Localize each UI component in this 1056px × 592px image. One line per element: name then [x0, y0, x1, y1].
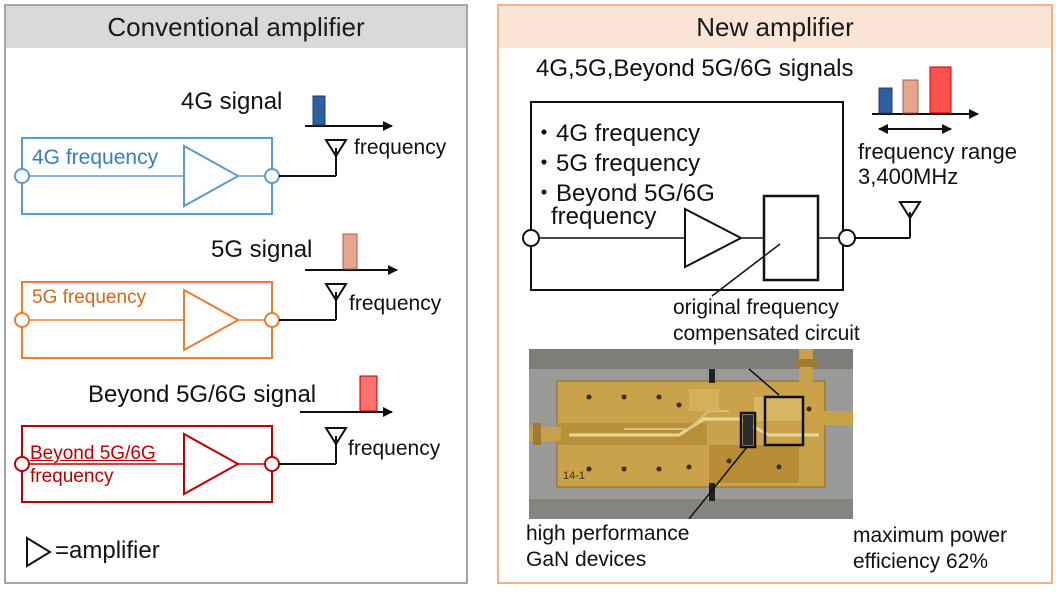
- amplifier-symbol-6g: [183, 432, 241, 496]
- axis-label-6g: frequency: [348, 437, 441, 460]
- freq-list-5g: ・5G frequency: [532, 150, 701, 177]
- box-label-5g: 5G frequency: [32, 287, 147, 308]
- input-port-new: [522, 229, 540, 247]
- input-port-6g: [14, 456, 30, 472]
- box-label-4g: 4G frequency: [32, 146, 159, 169]
- box-label-6g-line1: Beyond 5G/6G: [30, 443, 156, 464]
- box-label-6g-line2: frequency: [30, 466, 114, 487]
- amplifier-symbol-5g: [183, 288, 241, 352]
- new-amplifier-title: New amplifier: [499, 6, 1051, 48]
- signal-bar-5g: [342, 233, 358, 270]
- antenna-icon: [324, 139, 348, 158]
- antenna-icon: [898, 201, 922, 220]
- board-marking: 14-1: [563, 470, 585, 482]
- gan-device-highlight: [739, 411, 757, 449]
- amplifier-legend-icon: [26, 536, 52, 568]
- efficiency-line1: maximum power: [853, 524, 1008, 547]
- new-spectrum: [872, 66, 979, 134]
- circuit-board-photo: 14-1: [529, 349, 853, 519]
- amplifier-5g: [14, 233, 398, 359]
- freq-list-6g: ・Beyond 5G/6G: [532, 180, 715, 207]
- freq-list-6g-cont: frequency: [551, 203, 657, 230]
- signal-label-5g: 5G signal: [211, 236, 313, 263]
- antenna-icon: [324, 427, 348, 446]
- conventional-panel: Conventional amplifier: [4, 4, 468, 584]
- axis-label-5g: frequency: [349, 292, 442, 315]
- conventional-title: Conventional amplifier: [6, 6, 466, 48]
- circuit-label-line1: original frequency: [673, 296, 839, 319]
- output-port-6g: [264, 456, 280, 472]
- efficiency-line2: efficiency 62%: [853, 550, 989, 573]
- amplifier-symbol-4g: [183, 144, 241, 208]
- amplifier-legend: =amplifier: [55, 537, 160, 564]
- input-port-5g: [14, 312, 30, 328]
- axis-label-4g: frequency: [354, 136, 447, 159]
- amplifier-4g: [14, 95, 393, 215]
- circuit-highlight: [763, 395, 805, 447]
- output-port-4g: [264, 168, 280, 184]
- circuit-label-line2: compensated circuit: [673, 322, 860, 345]
- freq-list-4g: ・4G frequency: [532, 120, 701, 147]
- signal-label-6g: Beyond 5G/6G signal: [88, 381, 317, 408]
- output-port-new: [838, 229, 856, 247]
- signal-bar-4g: [312, 95, 326, 126]
- output-port-5g: [264, 312, 280, 328]
- amplifier-symbol-new: [684, 207, 744, 269]
- device-label-line1: high performance: [526, 522, 690, 545]
- signals-label: 4G,5G,Beyond 5G/6G signals: [536, 55, 854, 82]
- amplifier-6g: [14, 375, 393, 503]
- range-value: 3,400MHz: [858, 164, 959, 189]
- new-amplifier-block: [522, 101, 922, 297]
- antenna-icon: [324, 283, 348, 302]
- device-label-line2: GaN devices: [526, 548, 647, 571]
- signal-label-4g: 4G signal: [181, 88, 283, 115]
- signal-bar-6g: [359, 375, 378, 412]
- compensation-circuit-block: [762, 194, 820, 282]
- range-label: frequency range: [858, 139, 1017, 164]
- input-port-4g: [14, 168, 30, 184]
